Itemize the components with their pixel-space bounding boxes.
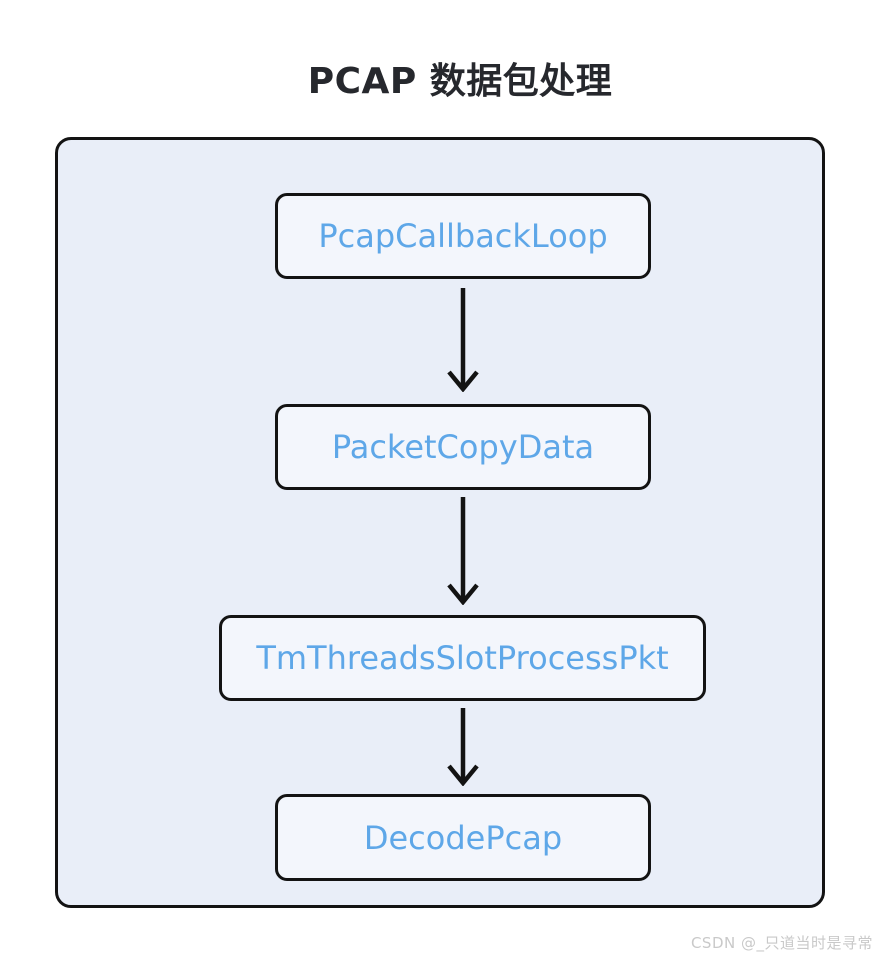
node-label-pcap-callback-loop: PcapCallbackLoop bbox=[318, 217, 608, 255]
arrow-down-icon bbox=[447, 497, 479, 605]
arrow-down-icon bbox=[447, 708, 479, 786]
node-tm-threads-slot-process-pkt: TmThreadsSlotProcessPkt bbox=[219, 615, 706, 701]
node-label-packet-copy-data: PacketCopyData bbox=[331, 428, 595, 466]
watermark: CSDN @_只道当时是寻常 bbox=[690, 934, 873, 952]
node-pcap-callback-loop: PcapCallbackLoop bbox=[275, 193, 651, 279]
node-label-tm-threads-slot-process-pkt: TmThreadsSlotProcessPkt bbox=[256, 639, 669, 677]
arrow-down-icon bbox=[447, 288, 479, 392]
flowchart-container: PcapCallbackLoop PacketCopyData TmThread… bbox=[55, 137, 825, 908]
node-packet-copy-data: PacketCopyData bbox=[275, 404, 651, 490]
node-decode-pcap: DecodePcap bbox=[275, 794, 651, 881]
page-title: PCAP 数据包处理 bbox=[307, 61, 613, 102]
node-label-decode-pcap: DecodePcap bbox=[363, 818, 563, 857]
